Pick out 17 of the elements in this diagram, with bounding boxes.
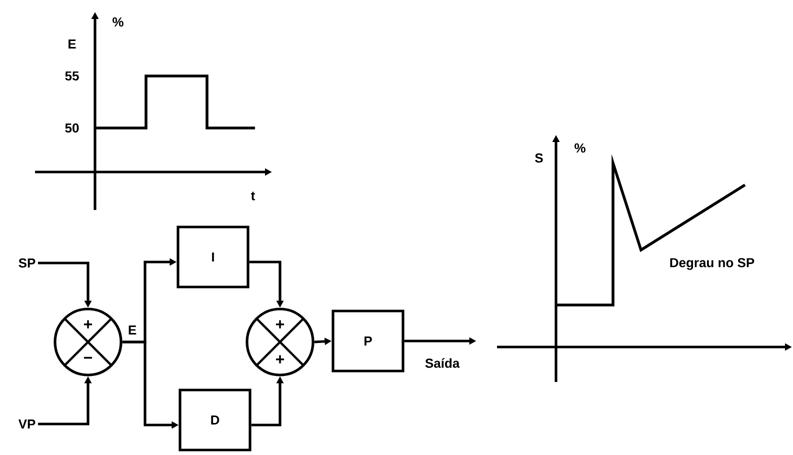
signal-label: SP	[18, 258, 36, 268]
tick-label: 50	[65, 123, 79, 133]
axis-label: E	[68, 40, 76, 48]
summing-junction: + −	[54, 308, 122, 376]
summing-junction: + +	[246, 308, 314, 376]
axis-label: %	[112, 17, 124, 27]
edge-label: E	[128, 326, 136, 334]
block-box: I	[176, 226, 250, 288]
axis-label: S	[535, 153, 543, 163]
tick-label: 55	[65, 71, 79, 81]
axis-label: %	[574, 143, 586, 153]
axis-label: t	[251, 192, 256, 200]
block-box: P	[332, 310, 404, 372]
curve-label: Degrau no SP	[670, 258, 754, 270]
signal-label: VP	[18, 420, 36, 428]
block-box: D	[178, 388, 252, 452]
edge-label: Saída	[425, 358, 460, 368]
